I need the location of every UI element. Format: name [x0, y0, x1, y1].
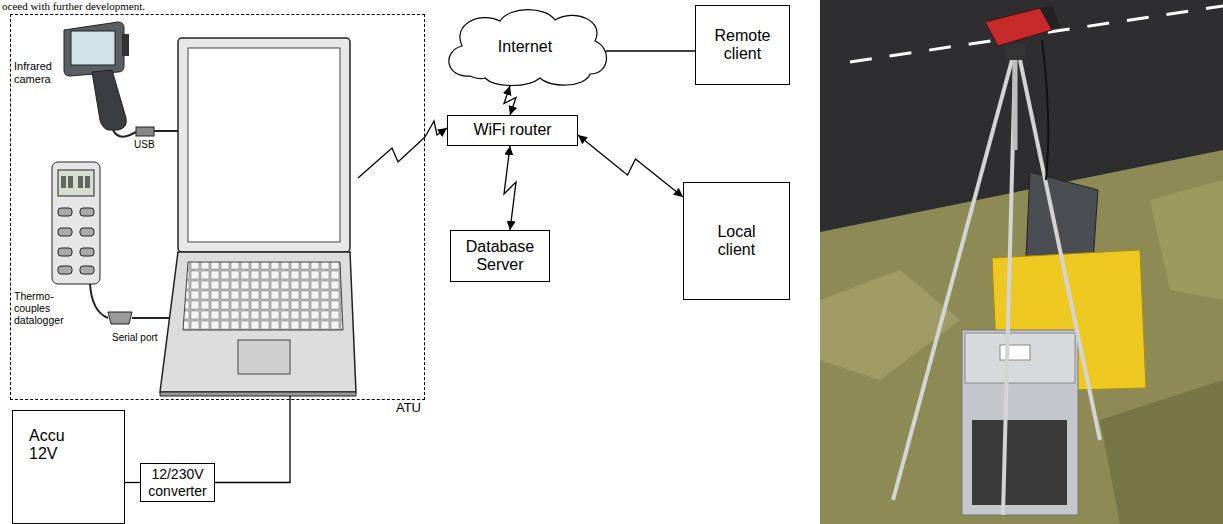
datalogger-button	[80, 266, 94, 274]
unit-label: ATU	[396, 401, 421, 416]
field-photo	[820, 0, 1223, 524]
router-box: WiFi router	[447, 115, 578, 146]
wire	[125, 482, 140, 483]
laptop-touchpad	[238, 340, 290, 374]
tripod-leg	[893, 60, 1012, 500]
node-label: 12/230V converter	[144, 466, 212, 498]
infrared-camera	[64, 22, 178, 137]
grass-patch	[1150, 180, 1223, 300]
lane-marking	[850, 6, 1223, 62]
converter-box: 12/230V converter	[140, 463, 215, 502]
wire	[215, 400, 290, 483]
port-label: Serial port	[112, 332, 158, 344]
datalogger-button	[58, 208, 72, 216]
case-panel	[972, 420, 1067, 505]
laptop-in-photo	[1026, 172, 1098, 262]
wireless-link	[578, 135, 683, 197]
node-label: Accu 12V	[29, 427, 74, 464]
client-box: Local client	[683, 182, 790, 300]
node-label: Local client	[707, 223, 767, 260]
wireless-link	[504, 146, 516, 230]
part-label: Infrared camera	[14, 60, 64, 85]
wireless-link	[358, 137, 425, 178]
atu-boundary: ATU	[10, 14, 425, 400]
grass-patch	[1100, 380, 1223, 524]
tripod-column	[1013, 45, 1018, 150]
datalogger-display	[58, 170, 94, 196]
wire	[606, 50, 695, 51]
serial-connector	[108, 312, 132, 324]
laptop-front-edge	[160, 392, 356, 396]
grass	[820, 0, 1223, 524]
cloud-shape	[449, 10, 607, 86]
node-label: Remote client	[703, 27, 783, 64]
wireless-link	[504, 86, 516, 115]
node-label: Internet	[498, 38, 552, 56]
camera-lens	[122, 34, 129, 56]
laptop-screen	[188, 48, 340, 242]
datalogger-body	[52, 162, 100, 284]
serial-cable	[90, 284, 108, 318]
datalogger-button	[80, 228, 94, 236]
client-box: Remote client	[695, 5, 790, 85]
tripod-head	[1005, 44, 1025, 60]
display-digit	[78, 176, 83, 188]
asphalt-road	[820, 0, 1223, 232]
internet-cloud: Internet	[440, 6, 610, 88]
camera-lens-in-photo	[1040, 6, 1060, 30]
cropped-text: oceed with further development.	[2, 0, 145, 13]
camera-body	[64, 22, 124, 76]
datalogger-button	[58, 228, 72, 236]
battery-box: Accu 12V	[12, 410, 125, 524]
laptop-lid	[178, 38, 350, 252]
display-digit	[68, 176, 73, 188]
usb-cable	[154, 130, 178, 132]
camera-screen	[71, 31, 115, 65]
datalogger-button	[80, 248, 94, 256]
usb-plug	[136, 127, 154, 136]
laptop-keyboard	[183, 262, 343, 330]
datalogger-button	[58, 248, 72, 256]
camera-cable-in-photo	[1042, 40, 1048, 180]
display-digit	[85, 176, 90, 188]
case-sticker	[1000, 345, 1030, 360]
wireless-link	[425, 121, 447, 137]
serial-cable	[132, 317, 170, 319]
thermocouple-datalogger	[52, 162, 170, 324]
node-label: Database Server	[459, 238, 541, 275]
port-label: USB	[134, 139, 155, 151]
case-lid	[965, 333, 1075, 383]
laptop-base	[160, 252, 356, 392]
laptop	[160, 38, 425, 400]
usb-cable	[113, 130, 136, 137]
camera-handle	[92, 70, 126, 130]
tripod-leg	[1020, 60, 1100, 440]
datalogger-button	[80, 208, 94, 216]
display-digit	[61, 176, 66, 188]
server-box: Database Server	[450, 230, 550, 282]
node-label: WiFi router	[473, 121, 551, 139]
datalogger-button	[58, 266, 72, 274]
part-label: Thermo- couples datalogger	[14, 290, 72, 326]
aluminium-case	[962, 330, 1078, 515]
